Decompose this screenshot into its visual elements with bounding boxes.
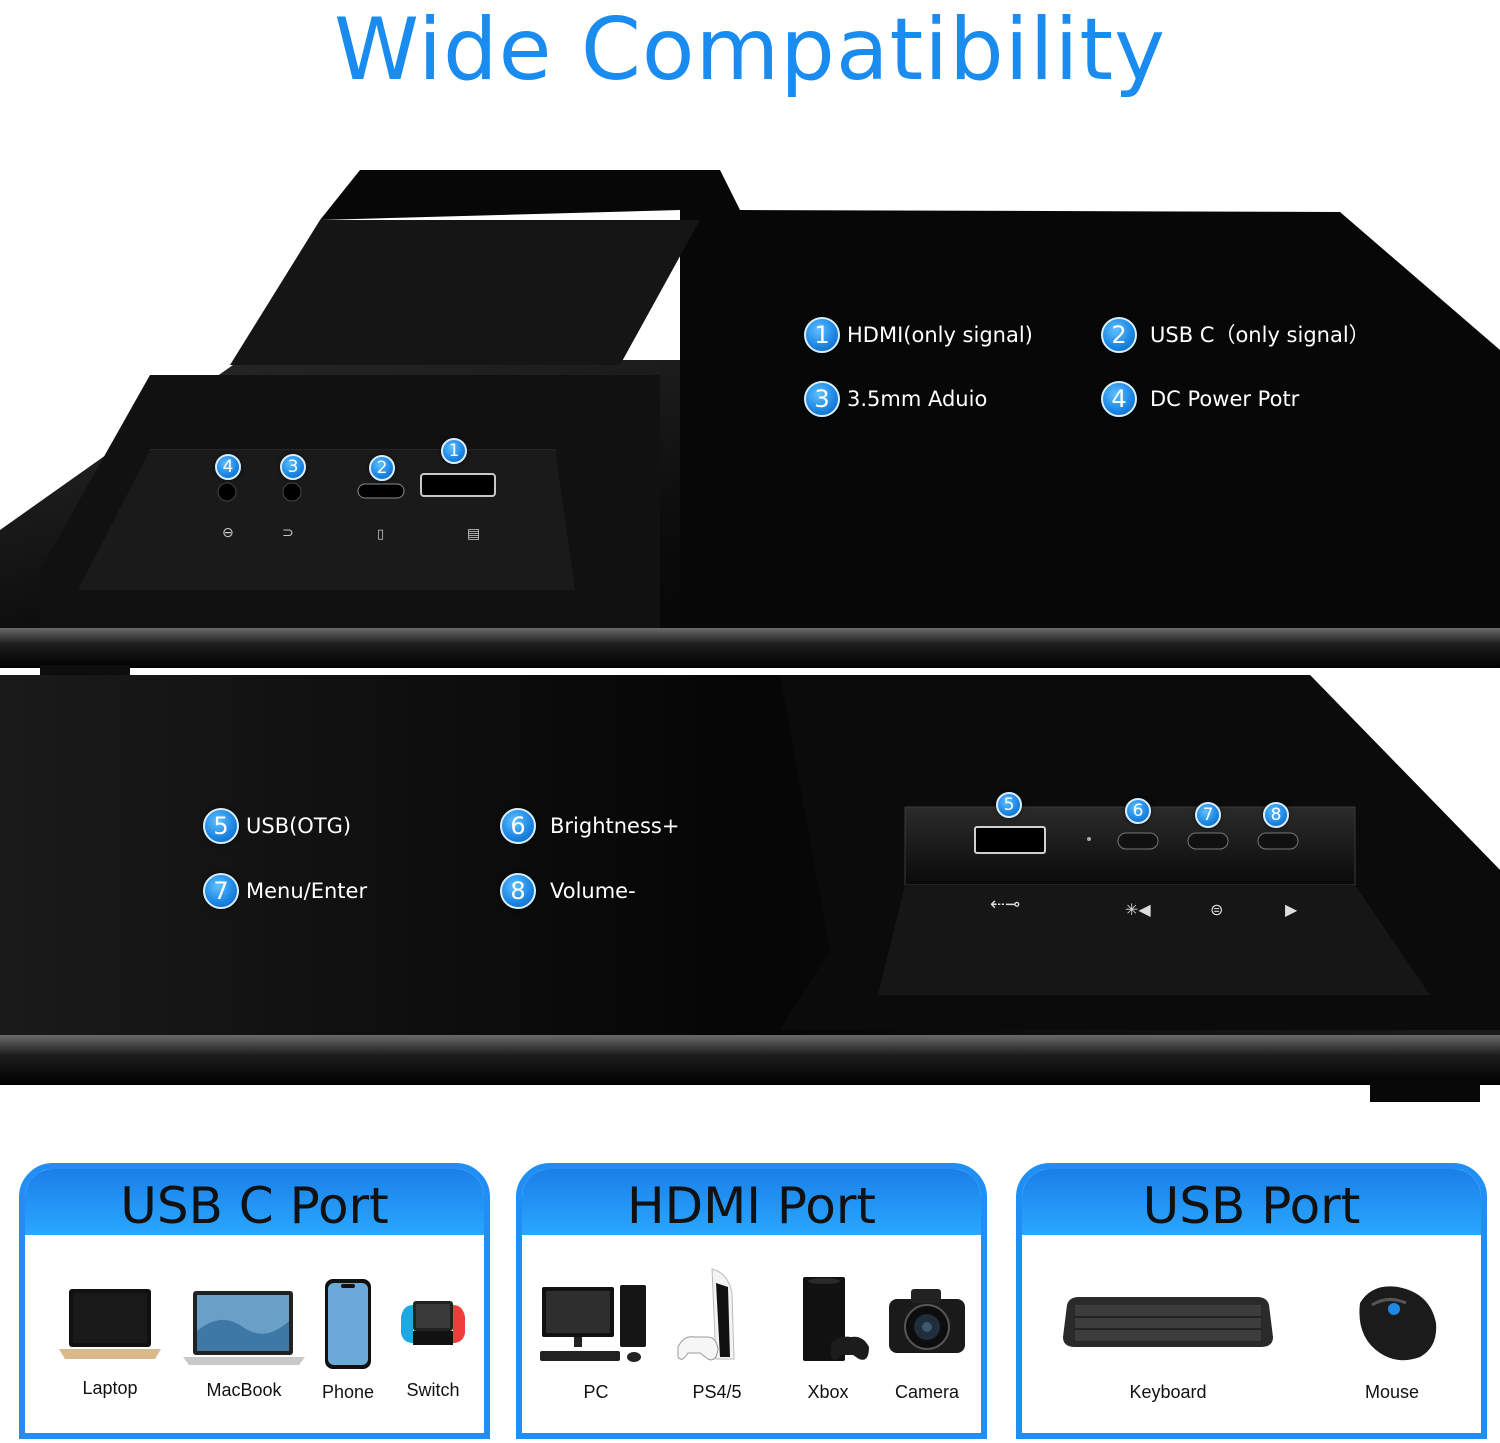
port-marker-1: 1 [441,438,467,464]
usb-port-card: USB Port Keyboard Mouse [1016,1163,1487,1439]
legend-label-usb-otg: USB(OTG) [246,814,352,838]
legend-badge-8: 8 [500,873,536,909]
device-switch: Switch [393,1287,473,1401]
svg-text:⊖: ⊖ [222,525,234,541]
keyboard-icon [1063,1297,1273,1347]
xbox-icon [803,1277,869,1361]
svg-text:⇠⊸: ⇠⊸ [990,894,1020,915]
port-marker-2: 2 [369,455,395,481]
svg-text:⊃: ⊃ [282,525,294,541]
device-label: Xbox [807,1382,849,1402]
legend-label-usbc: USB C（only signal） [1150,323,1370,347]
card-title: USB C Port [25,1169,484,1235]
usbc-port-card: USB C Port Laptop MacBook Phone [19,1163,490,1439]
legend-badge-1: 1 [804,317,840,353]
port-marker-4: 4 [215,454,241,480]
legend-badge-4: 4 [1101,381,1137,417]
device-mouse: Mouse [1328,1281,1456,1403]
legend-label-volume: Volume- [550,879,636,903]
device-laptop: Laptop [55,1279,165,1399]
port-marker-3: 3 [280,454,306,480]
device-label: PC [583,1382,609,1402]
port-marker-8: 8 [1263,802,1289,828]
device-label: Phone [321,1382,375,1402]
product-photo: ⊖ ⊃ ▯ ▤ ⇠⊸ ✳◀ ⊜ ▶ 4 3 2 1 1 HDMI(only si… [0,150,1500,1120]
device-label: Keyboard [1129,1382,1207,1402]
headline: Wide Compatibility [333,0,1167,100]
card-title: HDMI Port [522,1169,981,1235]
port-marker-7: 7 [1195,802,1221,828]
svg-text:▶: ▶ [1285,900,1298,919]
playstation-icon [677,1268,735,1361]
device-label: PS4/5 [692,1382,742,1402]
mouse-icon [1359,1286,1437,1361]
svg-text:⊜: ⊜ [1210,900,1223,919]
svg-text:▤: ▤ [467,526,480,542]
macbook-icon [183,1291,305,1365]
monitor-illustration: ⊖ ⊃ ▯ ▤ ⇠⊸ ✳◀ ⊜ ▶ [0,170,1500,1102]
device-pc: PC [536,1279,656,1403]
legend-badge-2: 2 [1101,317,1137,353]
device-label: Mouse [1364,1382,1420,1402]
legend-badge-6: 6 [500,808,536,844]
legend-label-brightness: Brightness+ [550,814,680,838]
phone-icon [325,1279,371,1369]
device-macbook: MacBook [181,1281,307,1401]
legend-label-menu: Menu/Enter [246,879,368,903]
svg-text:▯: ▯ [377,527,384,542]
device-camera: Camera [882,1281,972,1403]
port-marker-6: 6 [1125,798,1151,824]
device-keyboard: Keyboard [1058,1293,1278,1403]
hdmi-port-card: HDMI Port PC PS4/5 Xbox [516,1163,987,1439]
svg-text:✳◀: ✳◀ [1125,900,1151,919]
legend-badge-3: 3 [804,381,840,417]
device-ps: PS4/5 [664,1263,770,1403]
pc-icon [540,1285,646,1362]
legend-label-hdmi: HDMI(only signal) [847,323,1033,347]
device-phone: Phone [315,1277,381,1403]
legend-label-dc-power: DC Power Potr [1150,387,1300,411]
legend-badge-7: 7 [203,873,239,909]
device-label: MacBook [206,1380,282,1400]
legend-badge-5: 5 [203,808,239,844]
device-label: Switch [406,1380,460,1400]
laptop-icon [59,1289,161,1359]
switch-console-icon [401,1301,465,1345]
legend-label-audio: 3.5mm Aduio [847,387,988,411]
card-title: USB Port [1022,1169,1481,1235]
device-label: Laptop [82,1378,138,1398]
device-label: Camera [894,1382,960,1402]
port-marker-5: 5 [996,792,1022,818]
device-xbox: Xbox [780,1273,876,1403]
camera-icon [889,1289,965,1353]
